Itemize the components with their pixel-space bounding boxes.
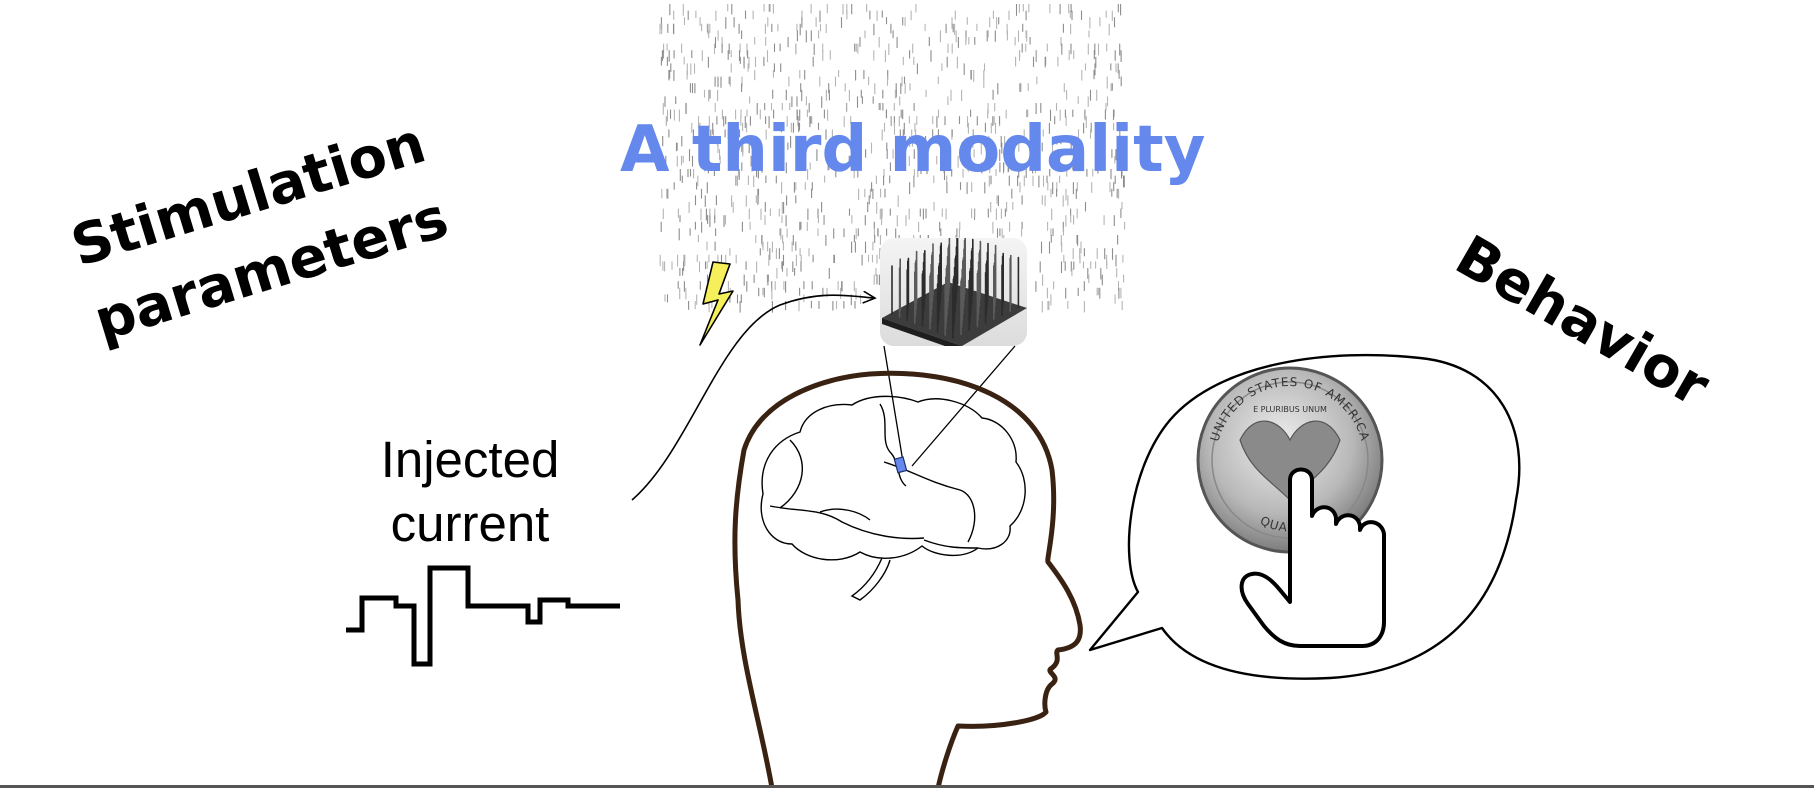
injected-current-line-2: current [390,495,550,552]
bottom-border [0,785,1814,788]
coin-motto-text: E PLURIBUS UNUM [1253,405,1327,414]
electrode-marker [893,456,908,474]
injected-current-label: Injected current [330,428,610,556]
stimulation-arrow [631,295,874,501]
electrode-array-icon [880,238,1027,346]
chip-leader-right [911,345,1016,467]
current-waveform-icon [346,565,620,667]
lightning-bolt-icon [699,261,734,346]
diagram-title: A third modality [620,113,1206,187]
head-silhouette-icon [732,370,1083,788]
brain-icon [760,395,1026,601]
chip-leader-left [883,345,904,463]
pointing-hand-icon [1239,467,1386,648]
injected-current-line-1: Injected [380,431,560,488]
